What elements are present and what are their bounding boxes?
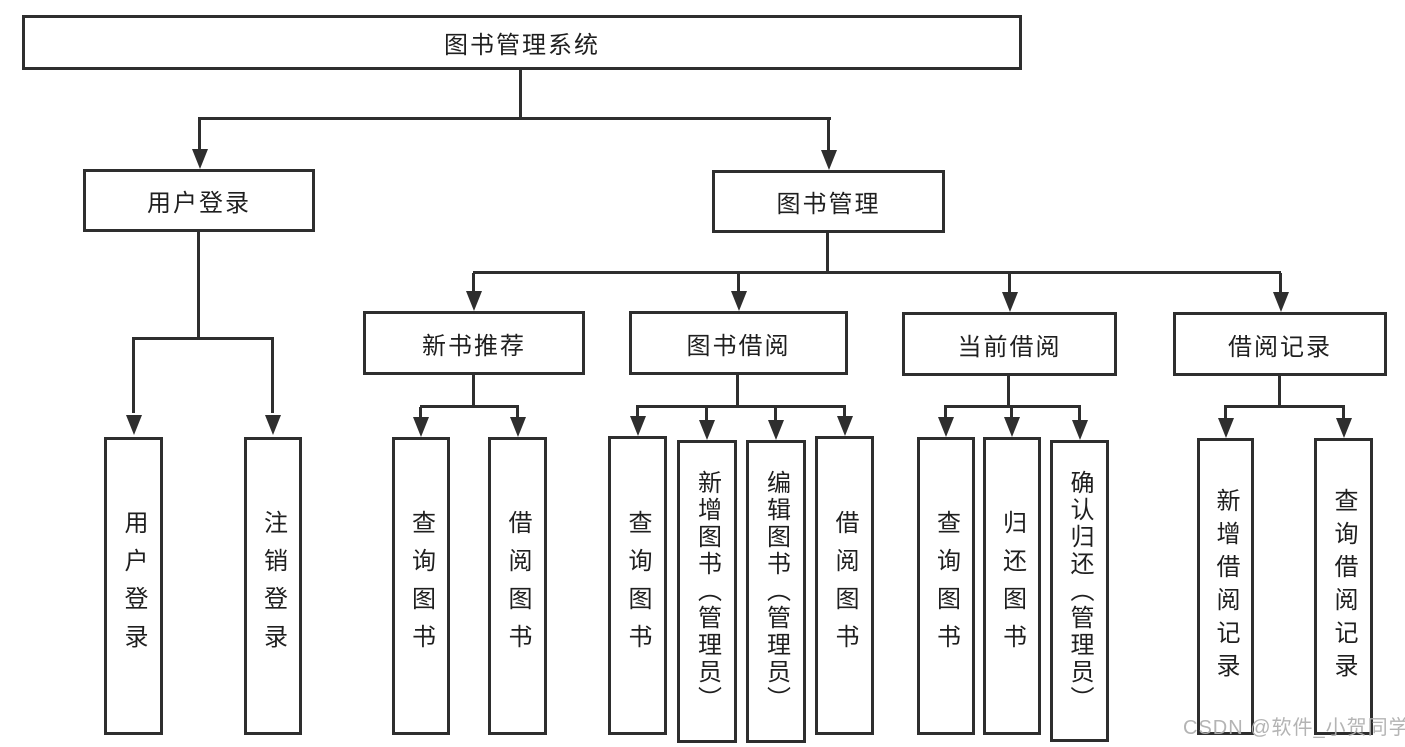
leaf-logout: 注销登录 xyxy=(244,437,302,735)
connector-nbr-stem xyxy=(472,375,475,407)
leaf-nbr-borrow-books: 借阅图书 xyxy=(488,437,547,735)
leaf-user-login-label: 用户登录 xyxy=(120,510,147,662)
leaf-bb-query-books: 查询图书 xyxy=(608,436,667,735)
leaf-br-add-record-label: 新增借阅记录 xyxy=(1212,487,1239,686)
leaf-bb-edit-books-label: 编辑图书（管理员） xyxy=(762,470,790,713)
node-current-borrow: 当前借阅 xyxy=(902,312,1117,376)
leaf-br-query-record: 查询借阅记录 xyxy=(1314,438,1373,735)
arrowhead-cb-confirm xyxy=(1071,420,1088,440)
arrowhead-new-book-rec xyxy=(466,291,482,311)
leaf-nbr-query-books-label: 查询图书 xyxy=(407,510,435,662)
node-borrow-records: 借阅记录 xyxy=(1173,312,1387,376)
connector-to-nbr-query xyxy=(419,407,422,419)
node-new-book-rec-label: 新书推荐 xyxy=(422,332,526,360)
connector-br-stem xyxy=(1278,376,1281,407)
connector-root-branch xyxy=(198,117,831,120)
arrowhead-logout-leaf xyxy=(264,415,281,435)
connector-user-login-branch xyxy=(132,337,274,340)
leaf-cb-confirm-return-label: 确认归还（管理员） xyxy=(1066,469,1093,713)
connector-to-cb-return xyxy=(1010,407,1013,419)
connector-to-logout-leaf xyxy=(271,339,274,413)
leaf-bb-query-books-label: 查询图书 xyxy=(624,509,651,662)
arrowhead-borrow-records xyxy=(1272,292,1289,312)
arrowhead-bb-edit xyxy=(767,420,784,440)
connector-nbr-branch xyxy=(420,405,519,408)
leaf-cb-query-books-label: 查询图书 xyxy=(932,510,960,662)
connector-to-cb-query xyxy=(944,407,947,419)
node-book-mgmt: 图书管理 xyxy=(712,170,945,233)
connector-to-br-query xyxy=(1342,407,1345,420)
arrowhead-book-mgmt xyxy=(820,150,837,170)
connector-to-borrow-records xyxy=(1279,273,1282,293)
leaf-bb-add-books-label: 新增图书（管理员） xyxy=(693,470,721,713)
arrowhead-bb-borrow xyxy=(836,416,853,436)
connector-br-branch xyxy=(1224,405,1345,408)
arrowhead-nbr-query xyxy=(412,417,429,437)
leaf-br-query-record-label: 查询借阅记录 xyxy=(1330,487,1357,686)
leaf-user-login: 用户登录 xyxy=(104,437,163,735)
arrowhead-user-login-leaf xyxy=(125,415,142,435)
leaf-bb-borrow-books-label: 借阅图书 xyxy=(831,509,858,662)
arrowhead-cb-return xyxy=(1003,417,1020,437)
csdn-watermark: CSDN @软件_小贺同学 xyxy=(1183,717,1405,739)
node-root-label: 图书管理系统 xyxy=(444,32,600,59)
leaf-cb-query-books: 查询图书 xyxy=(917,437,975,735)
connector-to-bb-borrow xyxy=(843,407,846,418)
node-current-borrow-label: 当前借阅 xyxy=(957,333,1062,361)
connector-to-br-add xyxy=(1224,407,1227,420)
connector-book-mgmt-branch xyxy=(473,271,1281,274)
leaf-nbr-borrow-books-label: 借阅图书 xyxy=(504,510,531,662)
connector-to-current-borrow xyxy=(1008,273,1011,293)
connector-cb-stem xyxy=(1007,376,1010,407)
arrowhead-bb-add xyxy=(698,420,715,440)
connector-to-book-borrow xyxy=(737,273,740,293)
connector-to-user-login-leaf xyxy=(132,339,135,413)
leaf-logout-label: 注销登录 xyxy=(259,510,287,662)
node-root: 图书管理系统 xyxy=(22,15,1022,70)
leaf-nbr-query-books: 查询图书 xyxy=(392,437,450,735)
connector-user-login-stem xyxy=(197,232,200,340)
node-new-book-rec: 新书推荐 xyxy=(363,311,585,375)
arrowhead-book-borrow xyxy=(730,291,747,311)
arrowhead-br-add xyxy=(1217,418,1234,438)
connector-to-bb-edit xyxy=(774,407,777,421)
connector-to-cb-confirm xyxy=(1078,407,1081,421)
node-user-login-label: 用户登录 xyxy=(147,190,251,217)
connector-to-bb-add xyxy=(705,407,708,421)
connector-to-nbr-borrow xyxy=(516,407,519,419)
node-borrow-records-label: 借阅记录 xyxy=(1228,333,1332,361)
connector-to-book-mgmt xyxy=(827,119,830,152)
node-user-login: 用户登录 xyxy=(83,169,315,232)
connector-bb-branch xyxy=(636,405,846,408)
leaf-bb-edit-books: 编辑图书（管理员） xyxy=(746,440,806,743)
leaf-bb-borrow-books: 借阅图书 xyxy=(815,436,874,735)
leaf-br-add-record: 新增借阅记录 xyxy=(1197,438,1254,735)
node-book-mgmt-label: 图书管理 xyxy=(776,191,881,218)
connector-to-bb-query xyxy=(636,407,639,418)
leaf-cb-return-books: 归还图书 xyxy=(983,437,1041,735)
arrowhead-current-borrow xyxy=(1001,292,1018,312)
connector-root-stem xyxy=(519,69,522,119)
node-book-borrow: 图书借阅 xyxy=(629,311,848,375)
connector-to-user-login xyxy=(198,119,201,151)
arrowhead-bb-query xyxy=(629,416,646,436)
connector-cb-branch xyxy=(944,405,1081,408)
arrowhead-cb-query xyxy=(937,417,954,437)
arrowhead-user-login xyxy=(191,149,208,169)
leaf-bb-add-books: 新增图书（管理员） xyxy=(677,440,737,743)
connector-bb-stem xyxy=(736,375,739,407)
connector-to-new-book-rec xyxy=(472,273,475,293)
connector-book-mgmt-stem xyxy=(826,233,829,273)
arrowhead-nbr-borrow xyxy=(509,417,526,437)
arrowhead-br-query xyxy=(1335,418,1352,438)
node-book-borrow-label: 图书借阅 xyxy=(686,332,791,360)
leaf-cb-confirm-return: 确认归还（管理员） xyxy=(1050,440,1109,742)
leaf-cb-return-books-label: 归还图书 xyxy=(998,510,1026,662)
